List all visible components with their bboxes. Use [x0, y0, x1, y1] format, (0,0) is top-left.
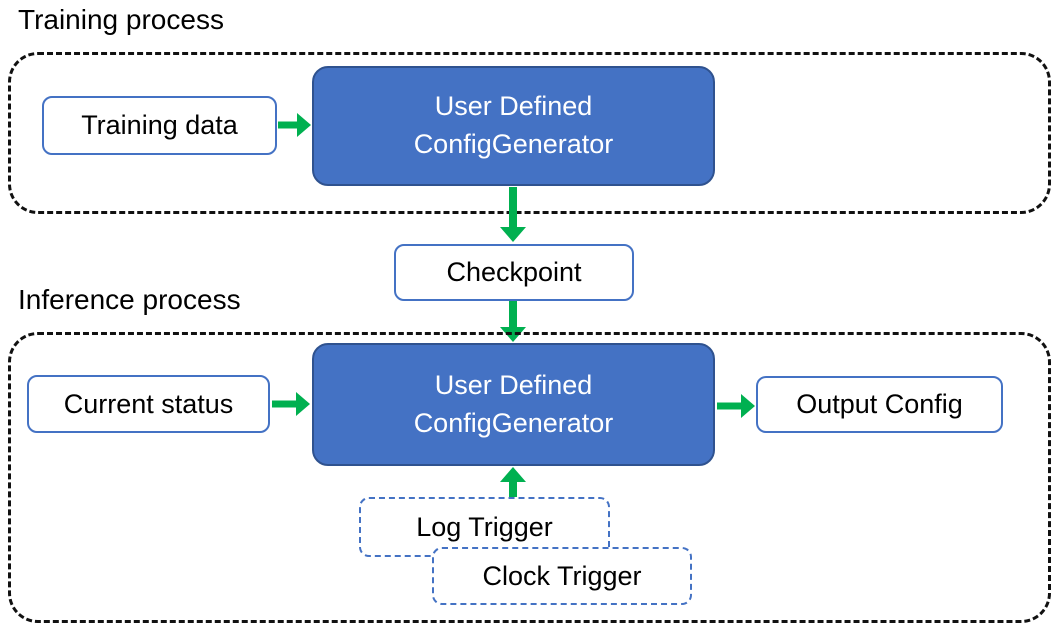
- current-status-label: Current status: [63, 388, 234, 419]
- inference-generator-line2: ConfigGenerator: [413, 407, 614, 438]
- arrow-head-icon: [741, 394, 755, 418]
- arrow-shaft: [509, 187, 517, 229]
- clock-trigger-box: Clock Trigger: [432, 547, 692, 605]
- arrow-generator-to-checkpoint: [500, 187, 526, 242]
- clock-trigger-label: Clock Trigger: [482, 560, 642, 591]
- inference-process-container: [8, 332, 1051, 623]
- arrow-triggers-to-generator: [500, 467, 526, 498]
- output-config-label: Output Config: [796, 389, 963, 419]
- arrow-shaft: [717, 402, 742, 410]
- arrow-shaft: [509, 301, 517, 329]
- inference-config-generator-box: User Defined ConfigGenerator: [312, 343, 715, 466]
- inference-generator-line1: User Defined: [434, 369, 593, 400]
- inference-section-title: Inference process: [18, 284, 241, 315]
- arrow-head-icon: [296, 392, 310, 416]
- checkpoint-label: Checkpoint: [446, 257, 582, 287]
- training-data-box: Training data: [42, 96, 277, 155]
- training-config-generator-box: User Defined ConfigGenerator: [312, 66, 715, 186]
- current-status-box: Current status: [27, 375, 270, 433]
- output-config-box: Output Config: [756, 376, 1003, 433]
- arrow-training-data-to-generator: [278, 113, 311, 137]
- training-section-title: Training process: [18, 4, 224, 35]
- arrow-shaft: [509, 480, 517, 498]
- training-process-container: [8, 52, 1051, 214]
- checkpoint-box: Checkpoint: [394, 244, 634, 301]
- training-data-label: Training data: [81, 110, 238, 140]
- arrow-head-icon: [297, 113, 311, 137]
- arrow-generator-to-output-config: [717, 394, 755, 418]
- training-generator-line2: ConfigGenerator: [413, 129, 614, 159]
- arrow-shaft: [272, 400, 297, 408]
- log-trigger-label: Log Trigger: [416, 511, 553, 542]
- arrow-current-status-to-generator: [272, 392, 310, 416]
- training-generator-line1: User Defined: [434, 91, 593, 122]
- arrow-shaft: [278, 121, 298, 129]
- arrow-head-icon: [500, 467, 526, 482]
- arrow-head-icon: [500, 227, 526, 242]
